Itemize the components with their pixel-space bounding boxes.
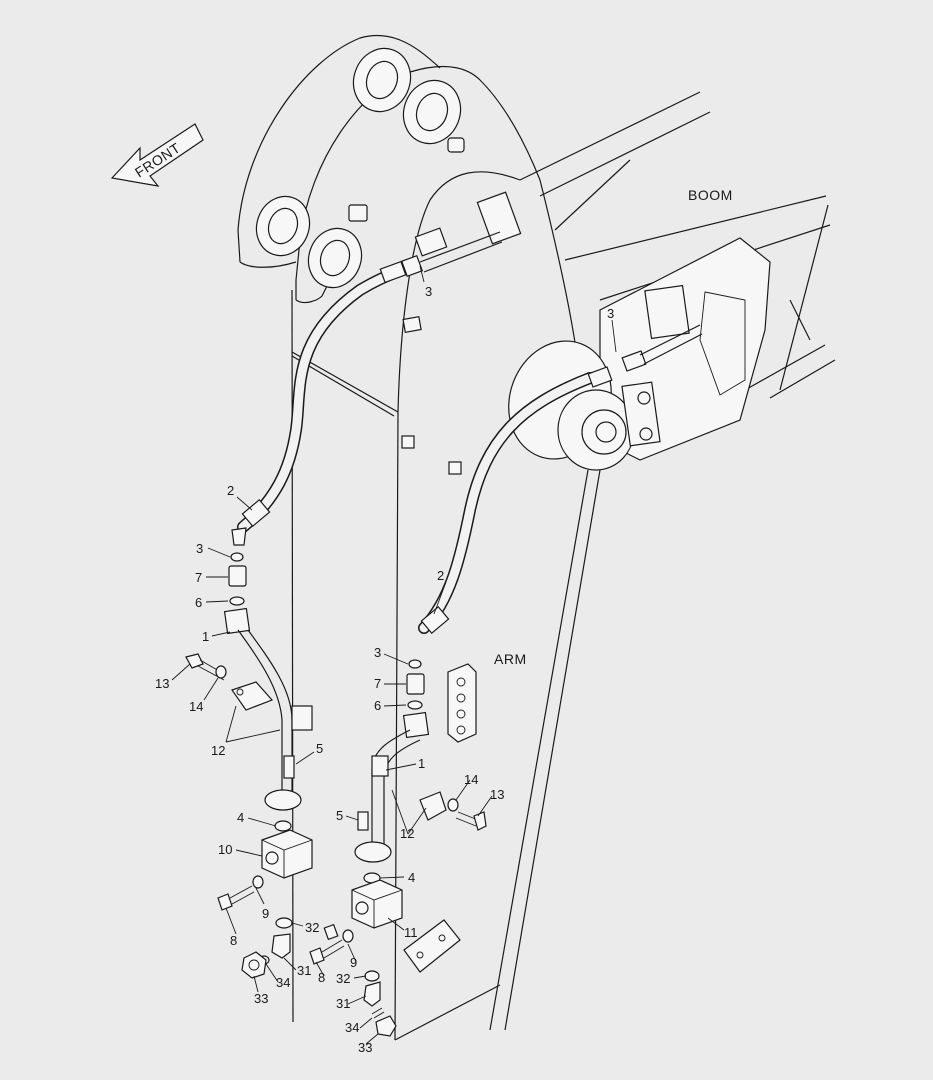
callout-34: 34	[276, 975, 290, 990]
leader-lines	[171, 265, 617, 1045]
boom-label: BOOM	[688, 187, 733, 203]
callout-33: 33	[358, 1040, 372, 1055]
callout-14: 14	[189, 699, 203, 714]
callout-31: 31	[336, 996, 350, 1011]
boom-structure	[476, 91, 836, 471]
callout-13: 13	[155, 676, 169, 691]
callout-6: 6	[374, 698, 381, 713]
arm-structure	[237, 34, 601, 1041]
callout-14: 14	[464, 772, 478, 787]
callout-12: 12	[400, 826, 414, 841]
callout-8: 8	[318, 970, 325, 985]
callout-4: 4	[408, 870, 415, 885]
callout-12: 12	[211, 743, 225, 758]
callout-1: 1	[202, 629, 209, 644]
callout-6: 6	[195, 595, 202, 610]
callout-1: 1	[418, 756, 425, 771]
callout-8: 8	[230, 933, 237, 948]
callout-3: 3	[607, 306, 614, 321]
callout-3: 3	[425, 284, 432, 299]
callout-10: 10	[218, 842, 232, 857]
callout-31: 31	[297, 963, 311, 978]
callout-7: 7	[374, 676, 381, 691]
callout-33: 33	[254, 991, 268, 1006]
front-arrow: FRONT	[110, 123, 204, 187]
callout-9: 9	[262, 906, 269, 921]
callout-9: 9	[350, 955, 357, 970]
callout-3: 3	[196, 541, 203, 556]
callout-2: 2	[227, 483, 234, 498]
callout-13: 13	[490, 787, 504, 802]
callout-7: 7	[195, 570, 202, 585]
hose-left	[237, 227, 503, 533]
hose-right	[418, 324, 703, 635]
callout-3: 3	[374, 645, 381, 660]
callout-numbers: 3 3 2 3 7 6 1 13 14 12 5 4 10 9 8 32 31 …	[155, 284, 614, 1055]
callout-11: 11	[404, 925, 418, 940]
callout-2: 2	[437, 568, 444, 583]
right-fitting-stack	[309, 659, 487, 1037]
callout-32: 32	[336, 971, 350, 986]
left-fitting-stack	[185, 527, 313, 979]
region-labels: BOOM ARM	[494, 187, 733, 667]
arm-label: ARM	[494, 651, 527, 667]
callout-4: 4	[237, 810, 244, 825]
callout-32: 32	[305, 920, 319, 935]
callout-5: 5	[336, 808, 343, 823]
callout-5: 5	[316, 741, 323, 756]
callout-34: 34	[345, 1020, 359, 1035]
